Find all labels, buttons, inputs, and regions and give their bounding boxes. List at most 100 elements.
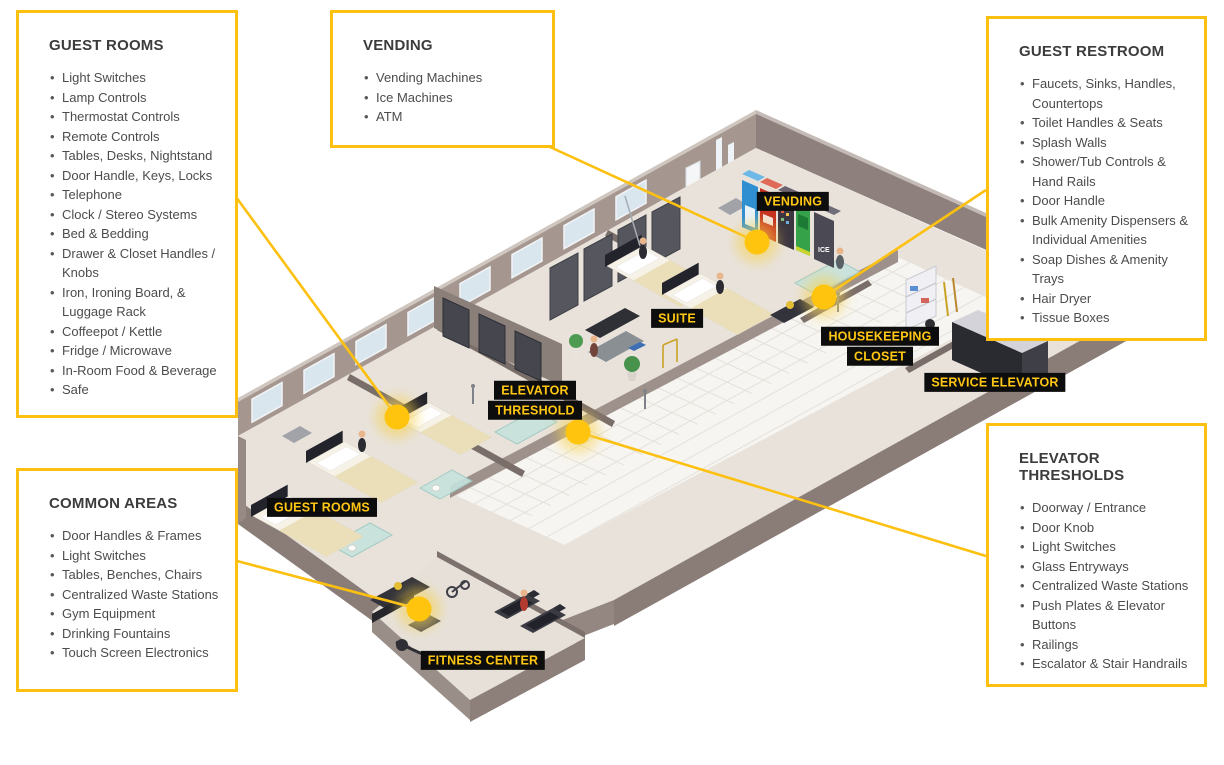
ice-machine-label: ICE <box>818 247 830 254</box>
housekeeping-cart <box>370 577 430 610</box>
plant <box>624 356 640 372</box>
map-label-suite: SUITE <box>651 308 703 328</box>
list-item: Light Switches <box>1019 537 1190 557</box>
plant <box>569 334 583 348</box>
duster-pole <box>624 195 641 247</box>
tile-line <box>525 456 588 486</box>
callout-elevator-thresholds: ELEVATOR THRESHOLDS Doorway / EntranceDo… <box>986 423 1207 687</box>
callout-vending: VENDING Vending MachinesIce MachinesATM <box>330 10 555 148</box>
map-label-fitness-center: FITNESS CENTER <box>420 650 546 670</box>
window <box>303 352 335 395</box>
callout-title: VENDING <box>363 37 433 54</box>
list-item: Fridge / Microwave <box>49 341 221 361</box>
person <box>358 438 366 452</box>
list-item: Glass Entryways <box>1019 557 1190 577</box>
housekeeping-cart <box>770 299 814 323</box>
window <box>511 236 543 279</box>
person <box>716 280 724 294</box>
list-item: Faucets, Sinks, Handles, Countertops <box>1019 74 1190 113</box>
callout-guest-rooms: GUEST ROOMS Light SwitchesLamp ControlsT… <box>16 10 238 418</box>
list-item: Centralized Waste Stations <box>49 585 221 605</box>
bed-blanket <box>420 415 492 455</box>
list-item: Soap Dishes & Amenity Trays <box>1019 250 1190 289</box>
list-item: Bed & Bedding <box>49 224 221 244</box>
list-item: Iron, Ironing Board, & Luggage Rack <box>49 283 221 322</box>
tile-line <box>488 477 551 507</box>
bed-headboard <box>662 262 699 295</box>
list-item: Vending Machines <box>363 68 538 88</box>
housekeeping-closet-area <box>905 265 958 331</box>
bed-headboard <box>605 234 642 267</box>
tile-line <box>763 324 827 354</box>
list-item: ATM <box>363 107 538 127</box>
list-item: Splash Walls <box>1019 133 1190 153</box>
tile-line <box>837 283 900 313</box>
broom <box>943 281 949 317</box>
list-item: Shower/Tub Controls & Hand Rails <box>1019 152 1190 191</box>
list-item: In-Room Food & Beverage <box>49 361 221 381</box>
exercise-bike <box>446 586 458 598</box>
window <box>251 381 283 424</box>
callout-guest-restroom: GUEST RESTROOM Faucets, Sinks, Handles, … <box>986 16 1207 341</box>
map-label-housekeeping-closet: HOUSEKEEPING CLOSET <box>821 326 939 367</box>
hotspot-fitness <box>406 596 432 622</box>
callout-connectors <box>234 145 987 611</box>
list-item: Gym Equipment <box>49 604 221 624</box>
list-item: Ice Machines <box>363 88 538 108</box>
bed-pillow <box>615 250 660 275</box>
map-label-guest-rooms: GUEST ROOMS <box>267 497 377 517</box>
list-item: Push Plates & Elevator Buttons <box>1019 596 1190 635</box>
callout-title: GUEST ROOMS <box>49 37 164 54</box>
list-item: Centralized Waste Stations <box>1019 576 1190 596</box>
connector-elevator-thresholds <box>577 430 987 558</box>
hotspot-elevator-threshold <box>565 419 591 445</box>
list-item: Light Switches <box>49 546 221 566</box>
person <box>836 255 844 269</box>
list-item: Door Handle, Keys, Locks <box>49 166 221 186</box>
callout-list: Vending MachinesIce MachinesATM <box>363 68 538 127</box>
callout-title: COMMON AREAS <box>49 495 178 512</box>
callout-title: GUEST RESTROOM <box>1019 43 1165 60</box>
list-item: Escalator & Stair Handrails <box>1019 654 1190 674</box>
list-item: Bulk Amenity Dispensers & Individual Ame… <box>1019 211 1190 250</box>
callout-list: Light SwitchesLamp ControlsThermostat Co… <box>49 68 221 400</box>
lobby-sofa <box>588 331 644 362</box>
list-item: Door Handle <box>1019 191 1190 211</box>
list-item: Drinking Fountains <box>49 624 221 644</box>
list-item: Door Handles & Frames <box>49 526 221 546</box>
list-item: Tables, Desks, Nightstand <box>49 146 221 166</box>
tv-console <box>585 308 640 338</box>
bed-headboard <box>306 430 343 463</box>
list-item: Toilet Handles & Seats <box>1019 113 1190 133</box>
hotspot-vending <box>744 229 770 255</box>
map-label-vending: VENDING <box>756 191 830 211</box>
callout-list: Faucets, Sinks, Handles, CountertopsToil… <box>1019 74 1190 328</box>
connector-common-areas <box>236 559 420 611</box>
recycle-bin <box>628 342 646 351</box>
tile-line <box>653 385 717 415</box>
list-item: Tissue Boxes <box>1019 308 1190 328</box>
lobby-furniture <box>282 198 840 443</box>
hotspot-guest-rooms <box>384 404 410 430</box>
list-item: Drawer & Closet Handles / Knobs <box>49 244 221 283</box>
people <box>358 195 844 611</box>
bed-blanket <box>690 288 775 335</box>
person <box>520 597 528 611</box>
list-item: Door Knob <box>1019 518 1190 538</box>
bed-blanket <box>279 510 364 557</box>
list-item: Telephone <box>49 185 221 205</box>
list-item: Railings <box>1019 635 1190 655</box>
list-item: Light Switches <box>49 68 221 88</box>
list-item: Thermostat Controls <box>49 107 221 127</box>
mop <box>952 277 958 313</box>
tile-line <box>745 334 808 364</box>
hotspot-dots <box>376 221 845 630</box>
connector-guest-rooms <box>234 196 399 418</box>
tile-line <box>543 446 606 476</box>
list-item: Hair Dryer <box>1019 289 1190 309</box>
map-label-elevator-threshold: ELEVATOR THRESHOLD <box>483 380 587 421</box>
list-item: Tables, Benches, Chairs <box>49 565 221 585</box>
tile-line <box>708 355 772 384</box>
list-item: Clock / Stereo Systems <box>49 205 221 225</box>
